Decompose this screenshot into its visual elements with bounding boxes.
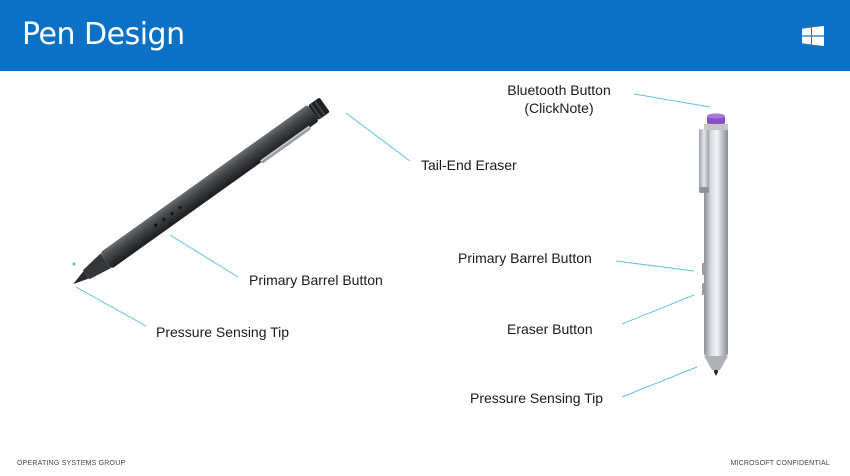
windows-logo-icon (802, 26, 824, 46)
label-pressure-sensing-tip-right: Pressure Sensing Tip (470, 390, 604, 406)
label-primary-barrel-button-left: Primary Barrel Button (249, 272, 383, 288)
black-pen-illustration (72, 98, 330, 285)
label-bluetooth-button-line1: Bluetooth Button (507, 82, 611, 98)
callout-line-tip-right (621, 366, 698, 398)
footer-right-text: MICROSOFT CONFIDENTIAL (730, 460, 830, 467)
label-primary-barrel-button-right: Primary Barrel Button (458, 250, 592, 266)
label-bluetooth-button-line2: (ClickNote) (524, 100, 594, 116)
footer-left-text: OPERATING SYSTEMS GROUP (17, 460, 126, 467)
callout-line-primary-barrel-right (615, 260, 695, 272)
callout-line-eraser-button (621, 294, 695, 325)
label-tail-end-eraser: Tail-End Eraser (421, 157, 517, 173)
page-title: Pen Design (22, 17, 185, 52)
header-bar: Pen Design (0, 0, 850, 71)
callout-line-primary-barrel-left (169, 234, 239, 278)
callout-line-bluetooth (633, 93, 711, 108)
silver-pen-illustration (699, 113, 728, 376)
callout-line-tip-left (75, 286, 147, 327)
callout-line-tail-end-eraser (345, 112, 411, 162)
label-eraser-button: Eraser Button (507, 321, 593, 337)
label-bluetooth-button: Bluetooth Button (ClickNote) (496, 81, 622, 117)
label-pressure-sensing-tip-left: Pressure Sensing Tip (156, 324, 290, 340)
